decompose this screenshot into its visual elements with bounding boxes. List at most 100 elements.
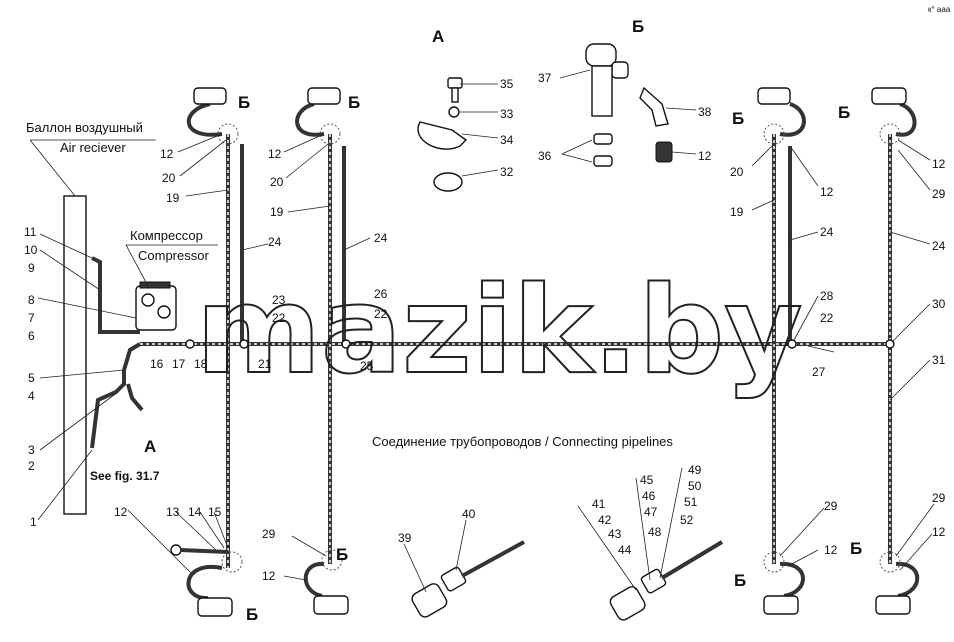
- air-receiver: Баллон воздушный Air reciever: [26, 120, 156, 515]
- detail-a-title: А: [432, 27, 444, 46]
- callout: 19: [166, 191, 180, 205]
- callout: 20: [162, 171, 176, 185]
- callout: 25: [360, 359, 374, 373]
- callout: 45: [640, 473, 654, 487]
- callout: 19: [730, 205, 744, 219]
- marker-b-1: Б: [238, 93, 250, 112]
- main-pipeline: [90, 134, 892, 568]
- callout: 24: [268, 235, 282, 249]
- corner-mark: к° ааа: [928, 5, 951, 14]
- callout: 51: [684, 495, 698, 509]
- coupling-top-2: [295, 87, 341, 145]
- callout-numbers: 11 10 9 8 7 6 5 4 3 2 1 12 20 19 12 20 1…: [24, 71, 946, 583]
- callout: 2: [28, 459, 35, 473]
- callout: 26: [374, 287, 388, 301]
- callout: 6: [28, 329, 35, 343]
- callout: 52: [680, 513, 694, 527]
- callout: 41: [592, 497, 606, 511]
- callout: 36: [538, 149, 552, 163]
- callout: 29: [262, 527, 276, 541]
- callout: 12: [268, 147, 282, 161]
- callout: 34: [500, 133, 514, 147]
- coupling-top-4: [871, 87, 917, 145]
- compressor: Компрессор Compressor: [125, 228, 218, 331]
- marker-b-6: Б: [336, 545, 348, 564]
- callout: 24: [932, 239, 946, 253]
- callout: 12: [820, 185, 834, 199]
- coupling-top-1: [186, 87, 239, 145]
- callout: 7: [28, 311, 35, 325]
- callout: 5: [28, 371, 35, 385]
- marker-b-5: Б: [246, 605, 258, 624]
- callout: 11: [24, 225, 37, 239]
- receiver-label-en: Air reciever: [60, 140, 126, 155]
- junctions: [185, 339, 895, 349]
- callout: 18: [194, 357, 208, 371]
- callout: 22: [820, 311, 834, 325]
- caption: Соединение трубопроводов / Connecting pi…: [372, 434, 673, 449]
- callout: 48: [648, 525, 662, 539]
- callout: 12: [262, 569, 276, 583]
- callout: 32: [500, 165, 514, 179]
- callout: 20: [270, 175, 284, 189]
- callout: 17: [172, 357, 186, 371]
- fitting-39-40: [403, 519, 525, 618]
- callout: 29: [932, 187, 946, 201]
- see-fig-label: See fig. 31.7: [90, 469, 160, 483]
- callout: 27: [812, 365, 826, 379]
- fitting-41-52: [577, 467, 724, 621]
- callout: 39: [398, 531, 412, 545]
- callout: 33: [500, 107, 514, 121]
- coupling-bottom-1: [170, 544, 243, 617]
- coupling-bottom-4: [875, 551, 920, 615]
- marker-b-3: Б: [732, 109, 744, 128]
- callout: 3: [28, 443, 35, 457]
- detail-a-parts: [417, 77, 499, 192]
- detail-b-parts: [559, 43, 697, 167]
- watermark: mazik.by: [196, 262, 803, 401]
- callout: 31: [932, 353, 946, 367]
- callout: 43: [608, 527, 622, 541]
- marker-b-8: Б: [850, 539, 862, 558]
- callout: 50: [688, 479, 702, 493]
- marker-b-7: Б: [734, 571, 746, 590]
- callout: 12: [824, 543, 838, 557]
- callout: 1: [30, 515, 37, 529]
- callout: 23: [272, 293, 286, 307]
- coupling-top-3: [757, 87, 806, 145]
- receiver-label-ru: Баллон воздушный: [26, 120, 143, 135]
- callout: 8: [28, 293, 35, 307]
- callout: 13: [166, 505, 180, 519]
- coupling-bottom-3: [763, 551, 805, 615]
- callout: 4: [28, 389, 35, 403]
- callout: 44: [618, 543, 632, 557]
- callout: 24: [820, 225, 834, 239]
- callout: 28: [820, 289, 834, 303]
- callout: 12: [698, 149, 712, 163]
- callout: 19: [270, 205, 284, 219]
- marker-b-2: Б: [348, 93, 360, 112]
- callout: 12: [114, 505, 128, 519]
- callout: 14: [188, 505, 202, 519]
- callout: 12: [932, 157, 946, 171]
- callout: 47: [644, 505, 658, 519]
- callout: 12: [160, 147, 174, 161]
- callout: 12: [932, 525, 946, 539]
- marker-a: А: [144, 437, 156, 456]
- callout: 38: [698, 105, 712, 119]
- callout: 42: [598, 513, 612, 527]
- compressor-label-en: Compressor: [138, 248, 209, 263]
- callout: 35: [500, 77, 514, 91]
- callout: 29: [932, 491, 946, 505]
- callout: 24: [374, 231, 388, 245]
- callout: 37: [538, 71, 552, 85]
- compressor-label-ru: Компрессор: [130, 228, 203, 243]
- callout: 49: [688, 463, 702, 477]
- detail-b-title: Б: [632, 17, 644, 36]
- leader-lines: [37, 133, 935, 581]
- callout: 22: [272, 311, 286, 325]
- callout: 40: [462, 507, 476, 521]
- callout: 30: [932, 297, 946, 311]
